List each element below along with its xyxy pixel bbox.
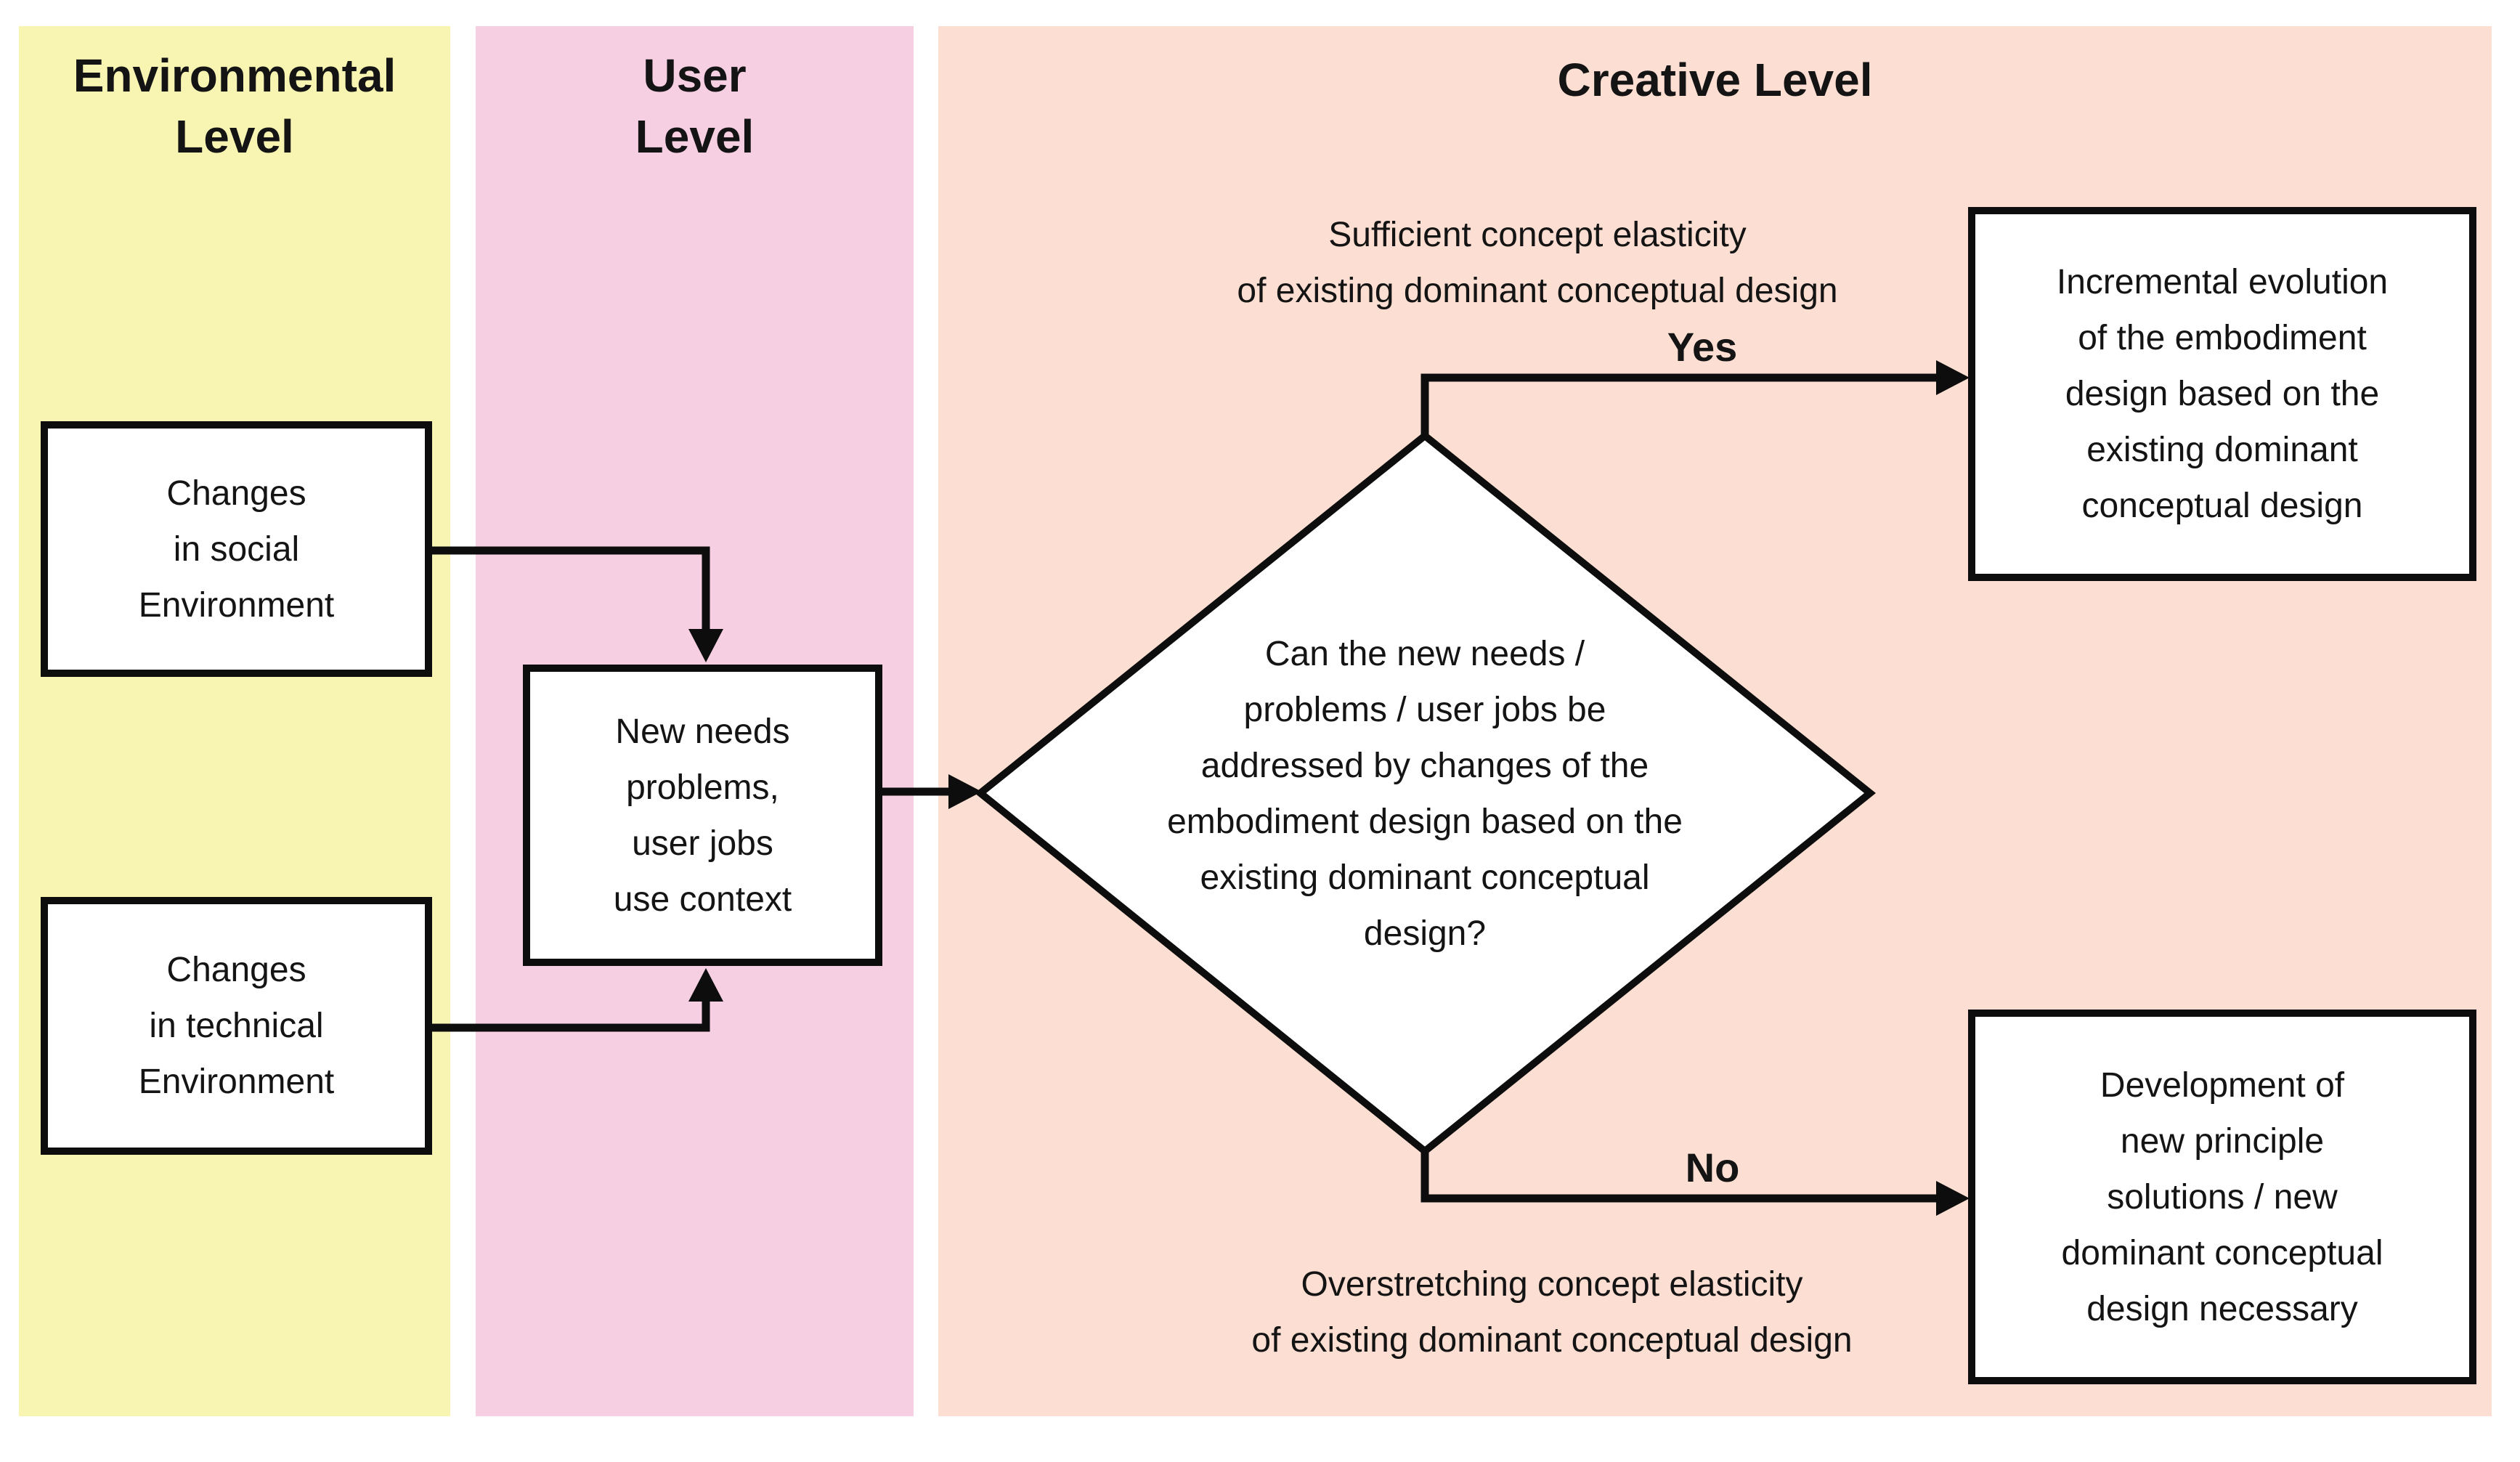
creative-level-title: Creative Level [1557,54,1873,106]
decision-diamond-question: Can the new needs / problems / user jobs… [1167,634,1683,953]
box-changes-social-environment: Changes in social Environment [41,421,432,677]
box-development-new-principle: Development of new principle solutions /… [1968,1010,2476,1384]
environmental-level-band [19,26,450,1416]
arrow-technical-to-needs [432,991,710,1032]
annotation-sufficient-elasticity: Sufficient concept elasticity of existin… [1237,216,1838,310]
annotation-overstretching-elasticity: Overstretching concept elasticity of exi… [1251,1265,1853,1360]
box-incremental-evolution-label: Incremental evolution of the embodiment … [2056,263,2389,525]
box-changes-social-environment-label: Changes in social Environment [138,474,335,625]
arrowhead-up-icon [688,968,723,1002]
yes-branch-label: Yes [1667,324,1738,370]
arrowhead-yes-icon [1936,360,1970,395]
arrowhead-no-icon [1936,1181,1970,1216]
box-new-needs: New needs problems, user jobs use contex… [523,665,882,966]
arrowhead-right-icon [948,774,982,809]
box-changes-technical-environment: Changes in technical Environment [41,897,432,1155]
user-level-title: User Level [635,49,755,163]
arrow-no-branch [1420,1151,1946,1203]
no-branch-label: No [1685,1145,1740,1190]
box-changes-technical-environment-label: Changes in technical Environment [138,951,335,1101]
arrow-yes-branch [1420,373,1946,436]
arrowhead-down-icon [688,629,723,662]
box-incremental-evolution: Incremental evolution of the embodiment … [1968,207,2476,581]
decision-diamond-shape [975,431,1876,1156]
box-development-new-principle-label: Development of new principle solutions /… [2061,1065,2383,1328]
environmental-level-title: Environmental Level [73,49,397,163]
box-new-needs-label: New needs problems, user jobs use contex… [613,712,792,919]
arrow-social-to-needs [432,546,710,639]
